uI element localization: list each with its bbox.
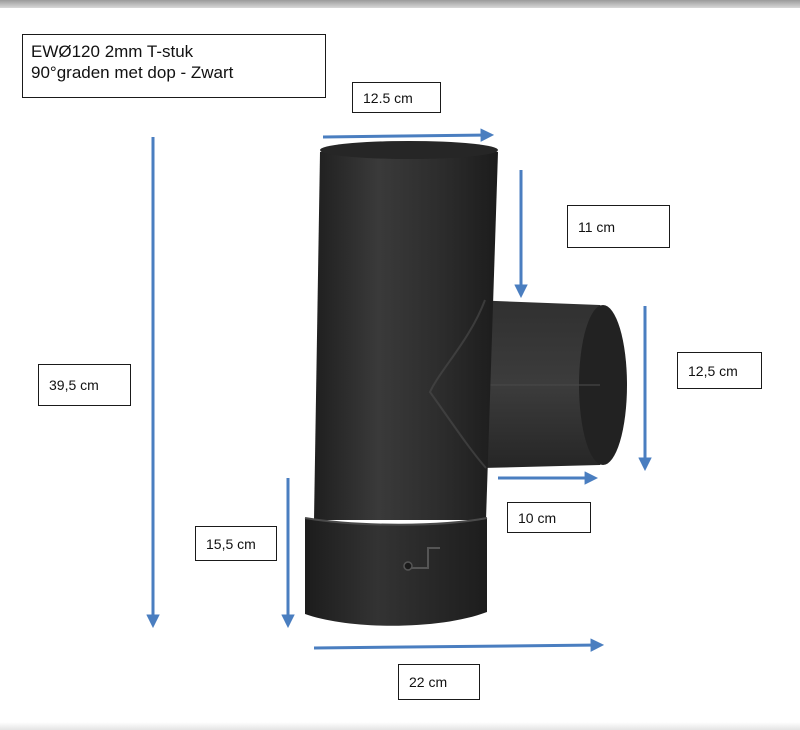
top-border <box>0 0 800 8</box>
label-branch-height: 12,5 cm <box>677 352 762 389</box>
product-title-line-1: EWØ120 2mm T-stuk <box>31 42 194 61</box>
sleeve <box>305 518 487 626</box>
label-total-height: 39,5 cm <box>38 364 131 406</box>
bayonet-lock <box>410 547 440 569</box>
dimension-arrows <box>146 128 652 652</box>
bottom-border <box>0 722 800 730</box>
main-pipe-top-opening <box>320 141 498 159</box>
label-sleeve-height: 15,5 cm <box>195 526 277 561</box>
product-title: EWØ120 2mm T-stuk 90°graden met dop - Zw… <box>22 34 326 98</box>
arrow-total-width <box>313 638 605 652</box>
label-total-width: 22 cm <box>398 664 480 700</box>
label-top-width: 12.5 cm <box>352 82 441 113</box>
t-piece <box>304 141 627 626</box>
main-pipe <box>314 144 498 520</box>
label-branch-offset: 11 cm <box>567 205 670 248</box>
product-title-line-2: 90°graden met dop - Zwart <box>31 63 234 82</box>
branch-opening <box>579 305 627 465</box>
label-branch-length: 10 cm <box>507 502 591 533</box>
arrow-top-width <box>322 128 495 142</box>
